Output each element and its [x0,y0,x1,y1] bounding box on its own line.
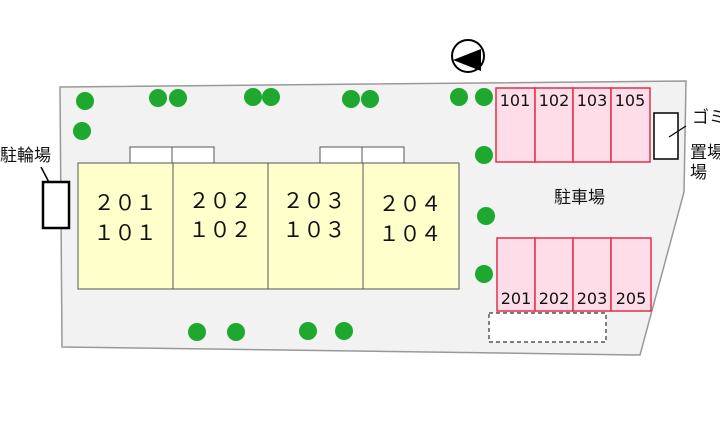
north-arrow-icon [451,39,485,73]
unit-upper-number: ２０２ [189,189,252,213]
parking-space-number: 103 [577,91,608,110]
tree-icon [227,323,245,341]
unit-lower-number: １０１ [94,221,157,245]
parking-space [610,237,652,312]
unit-upper-number: ２０４ [379,192,442,216]
parking-space [495,87,536,163]
unit-block-2 [172,162,269,290]
unit-block-3 [267,162,364,290]
tree-icon [244,88,262,106]
parking-space-number: 102 [539,91,570,110]
unit-upper-number: ２０３ [283,189,346,213]
parking-space [534,87,574,163]
parking-space-number: 202 [539,289,570,308]
unit-upper-number: ２０１ [94,191,157,215]
bay-1 [129,146,173,164]
bike-parking-label: 駐輪場 [0,146,51,166]
tree-icon [73,122,91,140]
parking-space-number: 105 [615,91,646,110]
tree-icon [450,88,468,106]
bay-3 [319,146,363,164]
parking-row-bottom: 201 202 203 205 [496,237,652,312]
parking-row-top: 101 102 103 105 [495,87,651,163]
tree-icon [149,89,167,107]
tree-icon [299,322,317,340]
trees [73,88,495,341]
bay-4 [361,146,405,164]
parking-space [610,87,651,163]
tree-icon [477,207,495,225]
garbage-leader-line [668,125,687,138]
tree-icon [342,90,360,108]
parking-space-number: 201 [501,289,532,308]
unit-lower-number: １０４ [379,222,442,246]
parking-label: 駐車場 [554,188,605,208]
tree-icon [262,88,280,106]
bike-parking-area [41,180,71,230]
parking-space [572,237,612,312]
tree-icon [475,265,493,283]
unit-lower-number: １０２ [189,218,252,242]
tree-icon [76,92,94,110]
garbage-area [653,112,679,160]
tree-icon [475,88,493,106]
tree-icon [188,323,206,341]
tree-icon [169,89,187,107]
garbage-label-line1: ゴミ [692,107,720,128]
parking-space-number: 203 [577,289,608,308]
tree-icon [335,322,353,340]
parking-space-number: 205 [616,289,647,308]
unit-lower-number: １０３ [283,218,346,242]
parking-space [572,87,612,163]
tree-icon [361,90,379,108]
parking-space [534,237,574,312]
unit-block-4 [362,162,460,290]
building-block: ２０１ １０１ ２０２ １０２ ２０３ １０３ ２０４ １０４ [77,162,460,290]
tree-icon [475,146,493,164]
garbage-label-line2: 置場 [690,143,720,163]
garbage-label-line3: 場 [690,163,707,183]
dashed-reserved-area [488,312,607,343]
bay-2 [171,146,215,164]
parking-space-number: 101 [500,91,531,110]
